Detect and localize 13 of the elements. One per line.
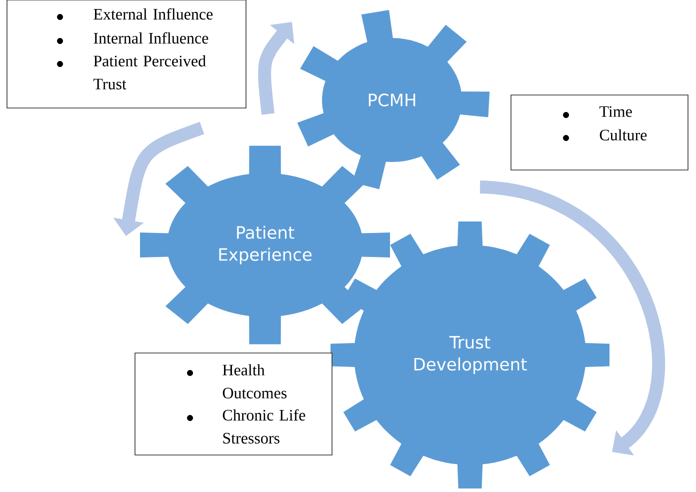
- gear: Trust Development: [330, 222, 610, 488]
- list-item: Health Outcomes: [222, 364, 286, 398]
- text-box: [6, 0, 246, 108]
- gear: PCMH: [297, 10, 490, 190]
- list-item: Chronic Life Stressors: [222, 409, 306, 444]
- text-box: [510, 94, 688, 170]
- list-item: Time: [599, 106, 632, 117]
- text-box: [134, 352, 332, 456]
- list-item: External Influence: [94, 8, 213, 20]
- list-item: Internal Influence: [94, 32, 208, 44]
- list-item: Patient Perceived Trust: [94, 55, 206, 90]
- gear: Patient Experience: [140, 146, 390, 344]
- list-item: Culture: [600, 129, 647, 140]
